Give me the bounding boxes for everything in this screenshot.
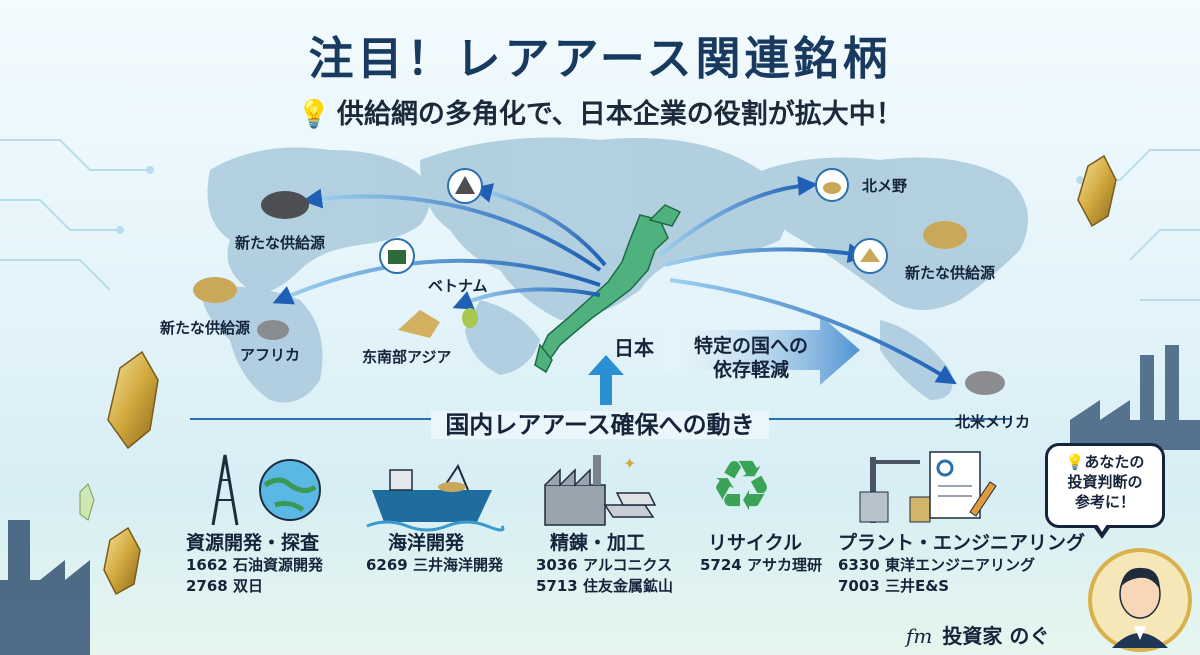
category-refining: 精錬・加工 3036 アルコニクス 5713 住友金属鉱山: [536, 450, 673, 597]
svg-text:♻: ♻: [710, 445, 773, 527]
stock-item: 7003 三井E&S: [838, 577, 950, 595]
svg-text:✦: ✦: [623, 454, 636, 473]
lightbulb-icon: 💡: [297, 99, 331, 130]
callout-bubble: 💡あなたの 投資判断の 参考に！: [1045, 443, 1165, 528]
callout-text: あなたの: [1084, 453, 1145, 471]
category-recycling: リサイクル 5724 アサカ理研: [700, 450, 822, 576]
category-name: プラント・エンジニアリング: [838, 532, 1086, 554]
reduce-line-1: 特定の国への: [693, 335, 808, 357]
label-new-source-2: 新たな供給源: [160, 319, 251, 337]
label-new-source-1: 新たな供給源: [235, 234, 326, 252]
world-map: [200, 137, 1028, 403]
category-resource-development: 資源開発・探査 1662 石油資源開発 2768 双日: [186, 450, 323, 597]
signature-mark: fm: [906, 624, 933, 648]
label-north-america: 北米メリカ: [955, 413, 1031, 431]
ship-icon: [366, 463, 505, 532]
section-title-text: 国内レアアース確保への動き: [431, 411, 769, 439]
callout-line-3: 参考に！: [1074, 493, 1135, 511]
section-title: 国内レアアース確保への動き: [0, 405, 1200, 440]
refinery-icon: ✦: [544, 454, 657, 526]
label-new-source-3: 新たな供給源: [905, 264, 996, 282]
recycle-icon: ♻: [710, 445, 773, 527]
callout-line-2: 投資判断の: [1067, 473, 1143, 491]
stock-item: 3036 アルコニクス: [536, 556, 673, 574]
callout-tail-inner: [1095, 521, 1109, 532]
reduce-dependency-label: 特定の国への 依存軽減: [676, 334, 826, 382]
label-north-a: 北メ野: [862, 177, 908, 195]
label-vietnam: ベトナム: [428, 277, 488, 295]
stock-item: 6330 東洋エンジニアリング: [838, 556, 1035, 574]
lightbulb-icon: 💡: [1065, 453, 1085, 471]
category-name: リサイクル: [708, 532, 803, 554]
gold-crystals: [79, 154, 1117, 596]
page-subtitle: 💡供給網の多角化で、日本企業の役割が拡大中！: [0, 92, 1200, 131]
category-name: 資源開発・探査: [186, 532, 320, 554]
stock-item: 6269 三井海洋開発: [366, 556, 503, 574]
category-name: 海洋開発: [388, 532, 465, 554]
stock-item: 1662 石油資源開発: [186, 556, 323, 574]
circuit-lines: [0, 139, 1200, 301]
label-japan: 日本: [614, 336, 654, 360]
subtitle-text: 供給網の多角化で、日本企業の役割が拡大中！: [336, 99, 903, 130]
signature: fm 投資家 のぐ: [906, 620, 1049, 649]
factory-left: [0, 520, 90, 655]
ore-markers: [193, 168, 1005, 395]
label-southeast-asia: 东南部アジア: [362, 348, 452, 366]
oil-rig-globe-icon: [211, 454, 321, 526]
callout-line-1: 💡あなたの: [1052, 452, 1158, 472]
page-title: 注目！レアアース関連銘柄: [308, 32, 892, 85]
japan-island: [534, 204, 682, 374]
avatar: [1088, 548, 1192, 652]
factory-right: [1070, 345, 1200, 450]
label-africa: アフリカ: [240, 346, 301, 364]
category-marine-development: 海洋開発 6269 三井海洋開発: [366, 450, 503, 576]
signature-text: 投資家 のぐ: [942, 624, 1050, 648]
reduce-line-2: 依存軽減: [712, 359, 789, 381]
stock-item: 2768 双日: [186, 577, 263, 595]
category-plant-engineering: プラント・エンジニアリング 6330 東洋エンジニアリング 7003 三井E&S: [838, 450, 1085, 597]
stock-item: 5713 住友金属鉱山: [536, 577, 673, 595]
category-name: 精錬・加工: [550, 532, 646, 554]
plant-engineering-icon: [859, 451, 997, 523]
stock-item: 5724 アサカ理研: [700, 556, 822, 574]
flow-arrows: [272, 175, 957, 385]
